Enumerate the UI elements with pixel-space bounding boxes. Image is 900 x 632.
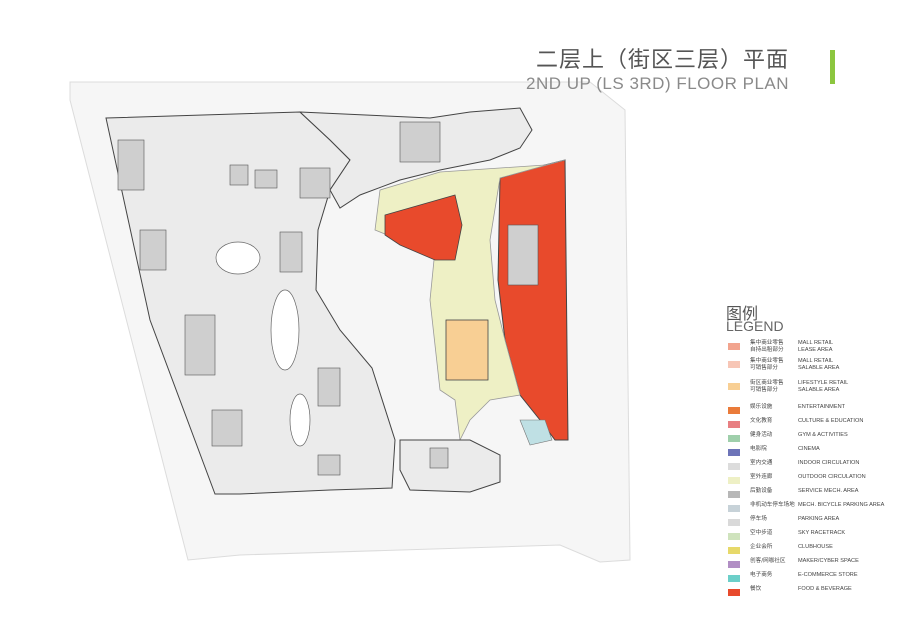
legend-label-en: INDOOR CIRCULATION [798,460,860,466]
legend-label-en: CULTURE & EDUCATION [798,418,864,424]
legend-item: 电影院 CINEMA [728,446,898,460]
legend-label-cn: 健身活动 [750,432,773,438]
lifestyle-retail-block [445,319,489,381]
legend-label-cn: 文化教育 [750,418,773,424]
legend-swatch [728,343,740,350]
legend-label-en: MALL RETAIL SALABLE AREA [798,358,840,371]
legend-label-cn: 企业会所 [750,544,773,550]
legend-swatch [728,361,740,368]
legend-label-cn: 集中商业零售 自持出租部分 [750,340,784,353]
legend-title-en: LEGEND [726,318,784,334]
legend-item: 室外连廊 OUTDOOR CIRCULATION [728,474,898,488]
page-title-cn: 二层上（街区三层）平面 [536,48,790,73]
service-cores [117,121,539,476]
legend-swatch [728,561,740,568]
legend-label-en: MECH. BICYCLE PARKING AREA [798,502,885,508]
legend-label-cn: 创客/网咖社区 [750,558,786,564]
legend-swatch [728,575,740,582]
legend-item: 健身活动 GYM & ACTIVITIES [728,432,898,446]
legend-label-cn: 后勤设备 [750,488,773,494]
legend-item: 文化教育 CULTURE & EDUCATION [728,418,898,432]
legend-label-en: OUTDOOR CIRCULATION [798,474,866,480]
legend-label-cn: 室外连廊 [750,474,773,480]
legend-swatch [728,519,740,526]
legend-item: 企业会所 CLUBHOUSE [728,544,898,558]
legend-label-cn: 非机动车停车场地 [750,502,795,508]
legend-item: 室内交通 INDOOR CIRCULATION [728,460,898,474]
legend-item: 创客/网咖社区 MAKER/CYBER SPACE [728,558,898,572]
legend-swatch [728,505,740,512]
legend-label-cn: 集中商业零售 可销售部分 [750,358,784,371]
legend-item: 集中商业零售 可销售部分 MALL RETAIL SALABLE AREA [728,358,898,372]
legend-label-en: CINEMA [798,446,820,452]
legend-label-cn: 电子商务 [750,572,773,578]
legend-label-cn: 餐饮 [750,586,762,592]
legend-swatch [728,533,740,540]
legend-label-en: ENTERTAINMENT [798,404,846,410]
legend-swatch [728,435,740,442]
legend-label-cn: 街区商业零售 可销售部分 [750,380,784,393]
fnb-block-north [384,194,463,261]
legend-label-cn: 电影院 [750,446,767,452]
atrium-void [215,241,261,275]
legend-item: 餐饮 FOOD & BEVERAGE [728,586,898,600]
legend-item: 停车场 PARKING AREA [728,516,898,530]
legend-item: 街区商业零售 可销售部分 LIFESTYLE RETAIL SALABLE ARE… [728,380,898,394]
legend-label-cn: 停车场 [750,516,767,522]
atrium-void [289,393,311,447]
legend-label-en: SKY RACETRACK [798,530,846,536]
legend-swatch [728,407,740,414]
legend-swatch [728,477,740,484]
legend-label-en: PARKING AREA [798,516,840,522]
legend-label-en: CLUBHOUSE [798,544,833,550]
legend-label-en: E-COMMERCE STORE [798,572,858,578]
legend-label-en: SERVICE MECH. AREA [798,488,859,494]
page-title-en: 2ND UP (LS 3RD) FLOOR PLAN [526,74,790,93]
legend-swatch [728,589,740,596]
south-pod [399,439,501,493]
legend-swatch [728,463,740,470]
legend-label-en: LIFESTYLE RETAIL SALABLE AREA [798,380,849,393]
legend-item: 娱乐设施 ENTERTAINMENT [728,404,898,418]
legend-swatch [728,547,740,554]
legend-label-cn: 空中步道 [750,530,773,536]
legend-title-cn: 图例 [726,304,759,323]
legend-label-en: MAKER/CYBER SPACE [798,558,859,564]
glass-pavilion [519,419,553,446]
accent-bar [830,50,835,84]
legend-label-en: MALL RETAIL LEASE AREA [798,340,834,353]
atrium-void [270,289,300,371]
legend-label-cn: 娱乐设施 [750,404,773,410]
legend-item: 后勤设备 SERVICE MECH. AREA [728,488,898,502]
legend-swatch [728,449,740,456]
legend-label-en: GYM & ACTIVITIES [798,432,848,438]
legend-swatch [728,491,740,498]
legend-label-en: FOOD & BEVERAGE [798,586,852,592]
legend-swatch [728,421,740,428]
legend-label-cn: 室内交通 [750,460,773,466]
legend-swatch [728,383,740,390]
legend-item: 集中商业零售 自持出租部分 MALL RETAIL LEASE AREA [728,340,898,354]
legend-item: 空中步道 SKY RACETRACK [728,530,898,544]
legend-item: 电子商务 E-COMMERCE STORE [728,572,898,586]
